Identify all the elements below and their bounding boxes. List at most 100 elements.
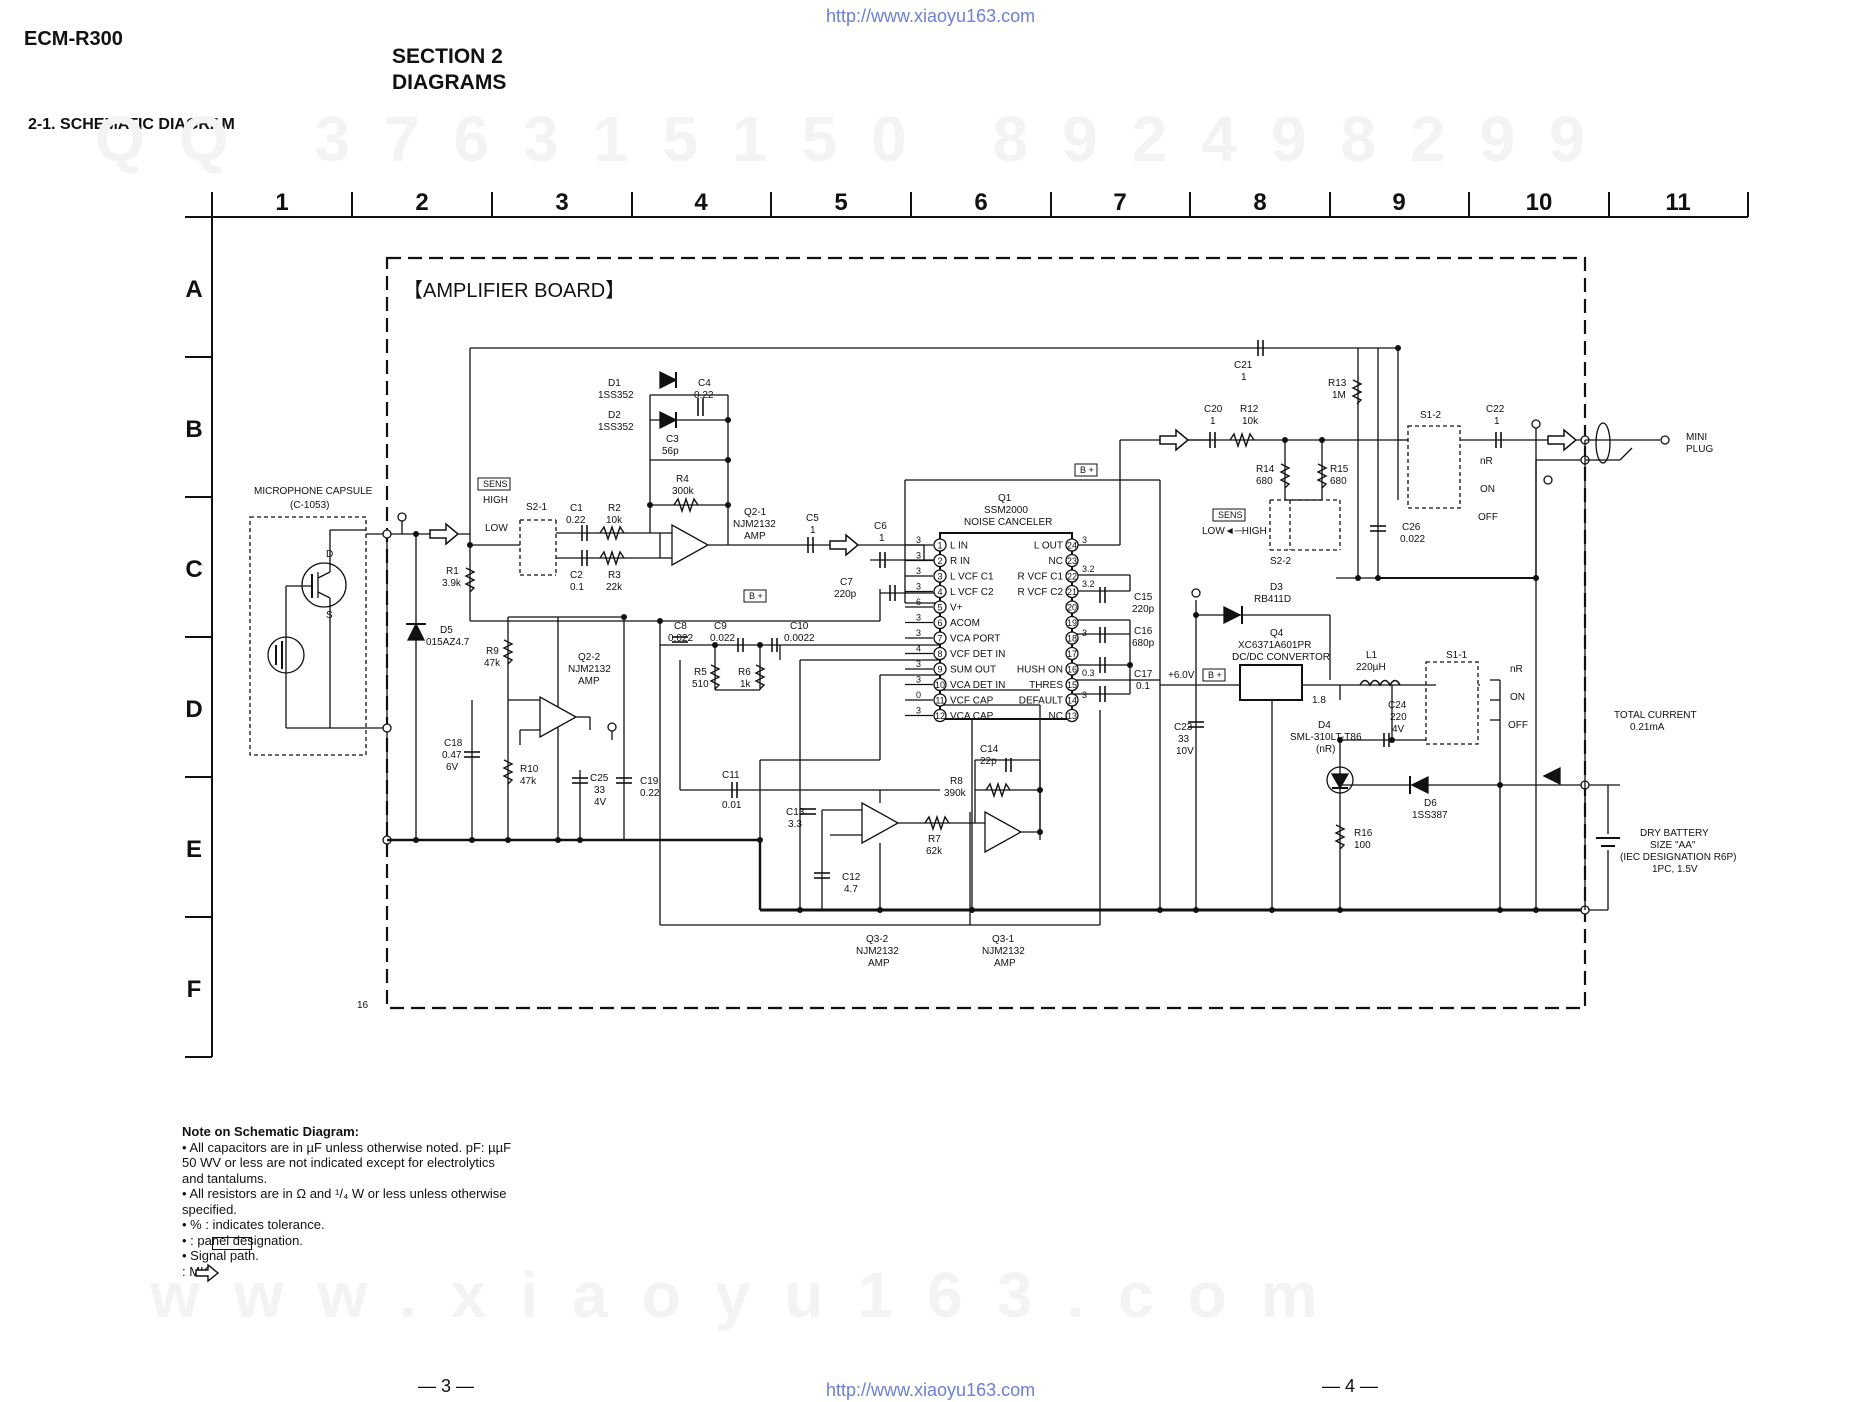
c18-value: 0.47 (442, 750, 462, 761)
ic-right-v-21: 3.2 (1082, 579, 1095, 589)
ic-pin-number: 2 (937, 556, 942, 566)
q3-2-label: Q3-2 (866, 934, 889, 945)
s2-2-label: S2-2 (1270, 556, 1292, 567)
grid-col-3: 3 (555, 189, 568, 216)
sens-label: SENS (483, 479, 508, 489)
grid-col-9: 9 (1392, 189, 1405, 216)
note-line: • % : indicates tolerance. (182, 1217, 325, 1232)
ic-pin-circle (933, 631, 947, 645)
c8-label: C8 (674, 621, 687, 632)
watermark-numbers: QQ 376315150 892498299 (95, 103, 1619, 175)
r4-label: R4 (676, 474, 689, 485)
ic-pin-circle (1065, 538, 1079, 552)
note-line: 50 WV or less are not indicated except f… (182, 1155, 495, 1170)
r5-label: R5 (694, 667, 707, 678)
ic-pin-label: DEFAULT (1019, 696, 1063, 707)
d5-label: D5 (440, 625, 453, 636)
c7-label: C7 (840, 577, 853, 588)
d2-label: D2 (608, 410, 621, 421)
d6-value: 1SS387 (1412, 810, 1448, 821)
q3-1-value: NJM2132 (982, 946, 1025, 957)
ic-pin-number: 19 (1067, 618, 1077, 628)
ic-pin-voltage: 3 (916, 659, 921, 669)
page-number-left: — 3 — (418, 1376, 475, 1396)
c11-value: 0.01 (722, 800, 742, 811)
r1-label: R1 (446, 566, 459, 577)
q4-value: XC6371A601PR (1238, 640, 1311, 651)
c23-value: 33 (1178, 734, 1190, 745)
ic-pin-number: 5 (937, 603, 942, 613)
nr-label-1: nR (1480, 456, 1493, 467)
ic-pin-number: 4 (937, 587, 942, 597)
ic-pin-label: NC (1049, 556, 1063, 567)
mic-title: MICROPHONE CAPSULE (254, 486, 373, 497)
s1-2-label: S1-2 (1420, 410, 1442, 421)
bottom-url[interactable]: http://www.xiaoyu163.com (826, 1380, 1036, 1400)
r9-label: R9 (486, 646, 499, 657)
grid-frame (185, 192, 1749, 1058)
c6-label: C6 (874, 521, 887, 532)
r12-value: 10k (1242, 416, 1259, 427)
ic-pin-number: 7 (937, 634, 942, 644)
ic-pin-label: VCA DET IN (950, 680, 1005, 691)
ic-pin-voltage: 3 (1082, 628, 1087, 638)
ic-pin-circle (1065, 615, 1079, 630)
q2-1-func: AMP (744, 531, 766, 542)
q2-2-value: NJM2132 (568, 664, 611, 675)
ic-pin-label: HUSH ON (1017, 665, 1063, 676)
d3-label: D3 (1270, 582, 1283, 593)
grid-row-e: E (186, 836, 202, 863)
ic-pin-label: L VCF C2 (950, 587, 994, 598)
c13-value: 3.3 (788, 819, 802, 830)
off-label-1: OFF (1478, 512, 1498, 523)
c9-value: 0.022 (710, 633, 735, 644)
c19-value: 0.22 (640, 788, 660, 799)
q1-value: SSM2000 (984, 505, 1028, 516)
ic-pin-circle (1065, 553, 1079, 568)
c1-value: 0.22 (566, 515, 586, 526)
r3-value: 22k (606, 582, 623, 593)
d1-value: 1SS352 (598, 390, 634, 401)
r14-label: R14 (1256, 464, 1275, 475)
junction-dots (413, 345, 1539, 913)
c23-volt: 10V (1176, 746, 1194, 757)
watermark-site: www.xiaoyu163.com (150, 1259, 1352, 1331)
c10-label: C10 (790, 621, 809, 632)
ic-pin-number: 22 (1067, 572, 1077, 582)
ic-pin-circle (933, 615, 947, 630)
on-label-1: ON (1480, 484, 1495, 495)
c2-value: 0.1 (570, 582, 584, 593)
grid-col-2: 2 (415, 189, 428, 216)
ic-pin-voltage: 3 (916, 566, 921, 576)
q3-2-value: NJM2132 (856, 946, 899, 957)
c21-label: C21 (1234, 360, 1253, 371)
d2-value: 1SS352 (598, 422, 634, 433)
battery-label-4: 1PC, 1.5V (1652, 864, 1698, 875)
sens-label-2: SENS (1218, 510, 1243, 520)
grid-col-10: 10 (1526, 189, 1553, 216)
note-line: • All resistors are in Ω and ¹/₄ W or le… (182, 1186, 507, 1201)
q1-func: NOISE CANCELER (964, 517, 1052, 528)
q3-1-label: Q3-1 (992, 934, 1015, 945)
wiring (366, 347, 1670, 926)
l1-label: L1 (1366, 650, 1378, 661)
ic-pin-number: 1 (937, 541, 942, 551)
c14-value: 22p (980, 756, 997, 767)
board-title: 【AMPLIFIER BOARD】 (403, 280, 625, 302)
c10-value: 0.0022 (784, 633, 815, 644)
l1-value: 220µH (1356, 662, 1386, 673)
r6-value: 1k (740, 679, 752, 690)
r14-value: 680 (1256, 476, 1273, 487)
d5-value: 015AZ4.7 (426, 637, 470, 648)
ic-pin-circle (933, 553, 947, 568)
model-name: ECM-R300 (24, 28, 123, 50)
ic-pin-number: 3 (937, 572, 942, 582)
ic-pin-number: 6 (937, 618, 942, 628)
top-url[interactable]: http://www.xiaoyu163.com (826, 6, 1036, 26)
r1-value: 3.9k (442, 578, 462, 589)
ic-pin-circle (933, 646, 947, 661)
ic-pin-label: THRES (1029, 680, 1063, 691)
c15-value: 220p (1132, 604, 1155, 615)
section-title: SECTION 2 DIAGRAMS (392, 44, 506, 96)
